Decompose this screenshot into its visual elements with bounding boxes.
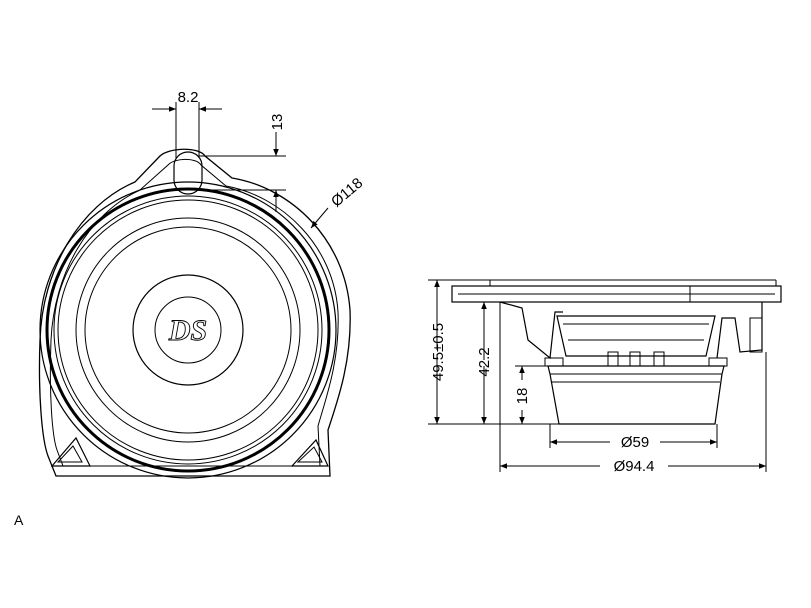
dim-cutout-diameter: Ø94.4 bbox=[614, 458, 655, 475]
front-flange-inner bbox=[49, 158, 339, 467]
side-motor bbox=[556, 315, 716, 357]
front-top-slot bbox=[173, 151, 203, 195]
brand-logo: DS bbox=[168, 314, 207, 347]
front-dustcap-outer bbox=[132, 274, 244, 386]
front-ring-thick bbox=[45, 187, 331, 473]
side-basket-left bbox=[499, 301, 563, 360]
panel-label: A bbox=[14, 512, 24, 528]
dim-mount-depth: 42.2 bbox=[476, 347, 493, 376]
side-magnet bbox=[547, 365, 725, 425]
dim-mount-width: 8.2 bbox=[178, 89, 199, 106]
dim-magnet-depth: 18 bbox=[514, 388, 531, 405]
front-view: DS bbox=[38, 148, 351, 479]
front-mount-left-inner bbox=[56, 445, 83, 463]
front-mount-right-inner bbox=[296, 446, 323, 463]
dim-magnet-diameter: Ø59 bbox=[621, 434, 649, 451]
front-cone-inner bbox=[84, 226, 292, 434]
front-mount-right bbox=[290, 438, 329, 467]
side-dimensions: 49.5±0.5 42.2 18 Ø59 Ø94.4 bbox=[428, 279, 767, 475]
dim-outer-diameter: Ø118 bbox=[328, 175, 366, 211]
front-mount-left bbox=[50, 436, 91, 467]
front-dustcap-inner bbox=[154, 296, 222, 364]
front-cone-edge bbox=[75, 217, 301, 443]
side-flange bbox=[451, 285, 782, 303]
dim-mount-height: 13 bbox=[269, 114, 286, 131]
front-ring-outer bbox=[39, 181, 337, 479]
front-ring-3 bbox=[53, 195, 323, 465]
side-basket-right bbox=[716, 302, 763, 359]
dim-total-depth: 49.5±0.5 bbox=[430, 323, 447, 381]
front-ring-4 bbox=[57, 199, 319, 461]
side-view bbox=[451, 279, 782, 425]
front-flange-outline bbox=[38, 148, 351, 477]
